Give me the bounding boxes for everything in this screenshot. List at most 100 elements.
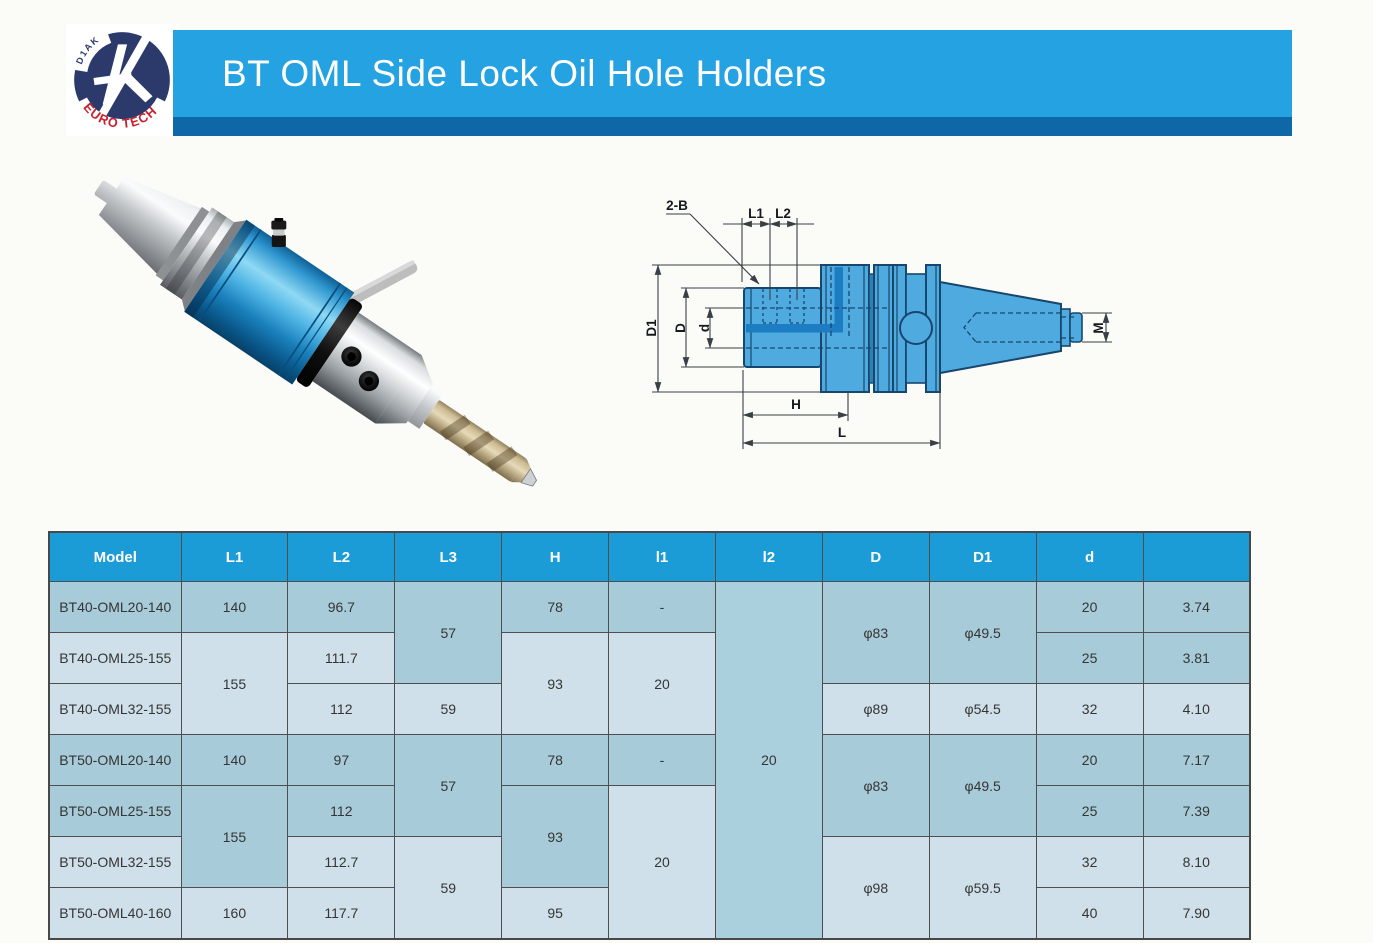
tool-holder-photo-illustration [94,176,538,487]
spec-cell: 7.90 [1142,887,1251,940]
col-header-d1: D1 [928,531,1037,582]
col-header-small-l1: l1 [608,531,716,582]
spec-cell: φ49.5 [928,581,1037,684]
col-header-weight [1142,531,1251,582]
spec-cell: 112.7 [287,836,396,888]
brand-logo: D1AK EURO TECH [66,24,178,137]
label-2b: 2-B [666,198,688,213]
logo-monogram-k-leg [118,69,153,103]
spec-cell: 140 [180,734,289,786]
spec-table: Model L1 L2 L3 H l1 l2 D D1 d BT40-OML20… [48,531,1251,940]
title-banner: BT OML Side Lock Oil Hole Holders [173,30,1292,117]
spec-cell: 32 [1035,836,1144,888]
table-row: BT50-OML40-160 160 117.7 95 40 7.90 [48,887,1251,940]
collar-step-cone [375,354,433,424]
label-d-bore: d [697,324,712,332]
taper-ring [155,206,210,281]
spec-cell: 140 [180,581,289,633]
table-row: BT50-OML20-140 140 97 57 78 - φ83 φ49.5 … [48,734,1251,837]
spec-cell: 7.39 [1142,785,1251,837]
header-row: Model L1 L2 L3 H l1 l2 D D1 d [48,531,1251,582]
spec-cell: 155 [180,785,289,888]
spec-cell: 8.10 [1142,836,1251,888]
dimension-drawing: 2-B L1 L2 D1 D d M H L [644,198,1112,449]
spec-cell: 112 [287,683,396,735]
spec-cell: 20 [1035,581,1144,633]
spec-cell: 25 [1035,632,1144,684]
spec-cell: 155 [180,632,289,735]
spec-cell: φ54.5 [928,683,1037,735]
col-header-l1: L1 [180,531,289,582]
oil-inlet-nipple [271,218,287,248]
v-flange [160,207,235,300]
label-d1: D1 [644,319,659,337]
col-header-small-l2: l2 [714,531,823,582]
model-cell: BT40-OML25-155 [48,632,182,684]
blue-body [184,219,355,385]
taper-shank [98,176,203,275]
product-photo [60,160,580,520]
col-header-l3: L3 [394,531,503,582]
label-d-outer: D [673,323,688,333]
label-l2: L2 [775,206,791,221]
model-cell: BT40-OML32-155 [48,683,182,735]
oil-hole-lines [762,289,805,324]
spec-cell: 40 [1035,887,1144,940]
spec-cell: 112 [287,785,396,837]
model-cell: BT40-OML20-140 [48,581,182,633]
spec-cell: 59 [394,683,503,735]
col-header-h: H [501,531,610,582]
spec-cell: 96.7 [287,581,396,633]
table-row: BT40-OML20-140 140 96.7 57 78 - 20 φ83 φ… [48,581,1251,940]
spec-cell: 57 [394,581,503,684]
model-cell: BT50-OML25-155 [48,785,182,837]
logo-monogram-a-stroke [102,44,128,105]
spec-cell: φ89 [821,683,930,735]
drill-bit [424,400,526,482]
spec-cell: - [608,734,716,786]
spec-cell: 20 [1035,734,1144,786]
col-header-d-outer: D [821,531,930,582]
spec-cell: 4.10 [1142,683,1251,735]
spec-cell: 32 [1035,683,1144,735]
col-header-model: Model [48,531,182,582]
spec-cell: 160 [180,887,289,940]
spec-cell: 78 [501,581,610,633]
spec-cell: 20 [608,632,716,735]
spec-cell: φ59.5 [928,836,1037,940]
dimension-labels: 2-B L1 L2 D1 D d M H L [644,198,1106,440]
table-row: BT40-OML32-155 112 59 φ89 φ54.5 32 4.10 [48,683,1251,735]
label-m: M [1091,322,1106,333]
profile-detail-lines [750,266,941,391]
spec-cell: 25 [1035,785,1144,837]
page-title: BT OML Side Lock Oil Hole Holders [222,52,827,94]
hidden-lines [746,267,1076,349]
spec-cell: - [608,581,716,633]
label-l: L [838,425,846,440]
coolant-channel [746,267,843,333]
spec-cell: 3.74 [1142,581,1251,633]
rubber-ring [296,298,362,387]
spec-cell: 111.7 [287,632,396,684]
dimension-lines [652,213,1112,449]
drill-insert [520,467,538,487]
drill-shank [407,386,444,429]
set-wrench-rod [336,260,418,311]
spec-cell: 7.17 [1142,734,1251,786]
spec-cell: 20 [714,581,823,940]
spec-cell: 93 [501,632,610,735]
spec-cell: 3.81 [1142,632,1251,684]
spec-cell: φ83 [821,734,930,837]
spec-cell: 78 [501,734,610,786]
col-header-d-bore: d [1035,531,1144,582]
spec-cell: 95 [501,887,610,940]
holder-profile [743,264,1083,393]
spec-cell: 117.7 [287,887,396,940]
spec-cell: 93 [501,785,610,888]
euro-tech-logo-icon: D1AK EURO TECH [71,29,173,137]
spec-cell: 20 [608,785,716,940]
label-l1: L1 [748,206,764,221]
table-row: BT50-OML25-155 155 112 93 20 25 7.39 [48,785,1251,940]
table-row: BT50-OML32-155 112.7 59 φ98 φ59.5 32 8.1… [48,836,1251,940]
model-cell: BT50-OML20-140 [48,734,182,786]
